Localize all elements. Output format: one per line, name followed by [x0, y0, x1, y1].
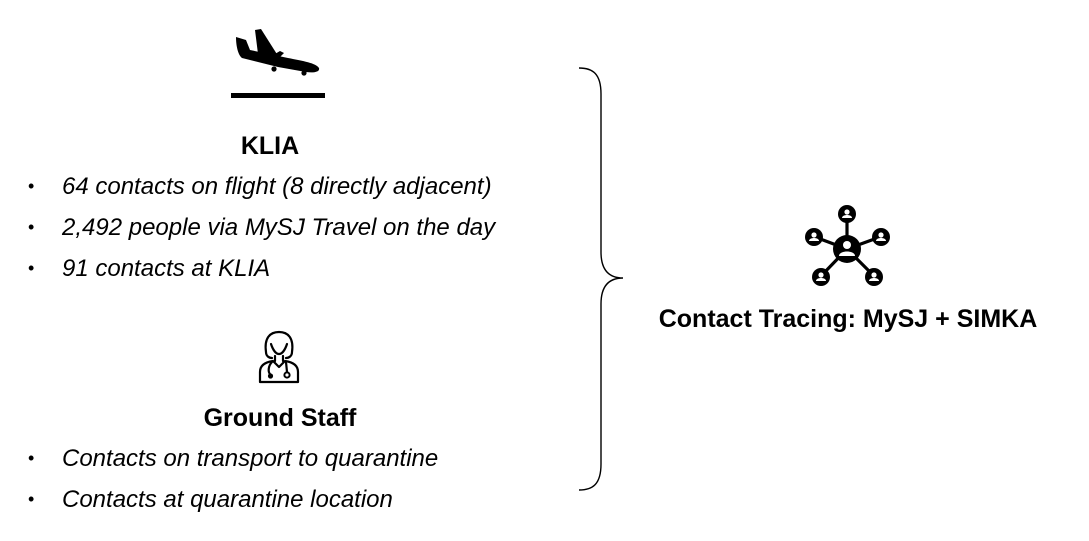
list-item: • 64 contacts on flight (8 directly adja… [28, 166, 495, 207]
bullet-text: Contacts at quarantine location [62, 486, 393, 513]
right-brace-connector [578, 67, 624, 491]
ground-staff-bullet-list: • Contacts on transport to quarantine • … [28, 438, 438, 520]
network-people-icon [805, 205, 890, 286]
bullet-marker: • [28, 489, 35, 509]
bullet-marker: • [28, 448, 35, 468]
bullet-marker: • [28, 258, 35, 278]
staff-person-icon [258, 330, 300, 384]
bullet-text: 91 contacts at KLIA [62, 255, 271, 282]
bullet-text: 2,492 people via MySJ Travel on the day [62, 214, 496, 241]
bullet-text: 64 contacts on flight (8 directly adjace… [62, 173, 492, 200]
section-heading-klia: KLIA [240, 132, 300, 160]
klia-bullet-list: • 64 contacts on flight (8 directly adja… [28, 166, 495, 289]
list-item: • 91 contacts at KLIA [28, 248, 495, 289]
list-item: • Contacts at quarantine location [28, 479, 438, 520]
contact-tracing-label: Contact Tracing: MySJ + SIMKA [658, 305, 1038, 333]
bullet-marker: • [28, 176, 35, 196]
bullet-marker: • [28, 217, 35, 237]
section-heading-ground-staff: Ground Staff [203, 404, 357, 432]
airplane-landing-icon [231, 29, 325, 98]
bullet-text: Contacts on transport to quarantine [62, 445, 439, 472]
list-item: • 2,492 people via MySJ Travel on the da… [28, 207, 495, 248]
list-item: • Contacts on transport to quarantine [28, 438, 438, 479]
